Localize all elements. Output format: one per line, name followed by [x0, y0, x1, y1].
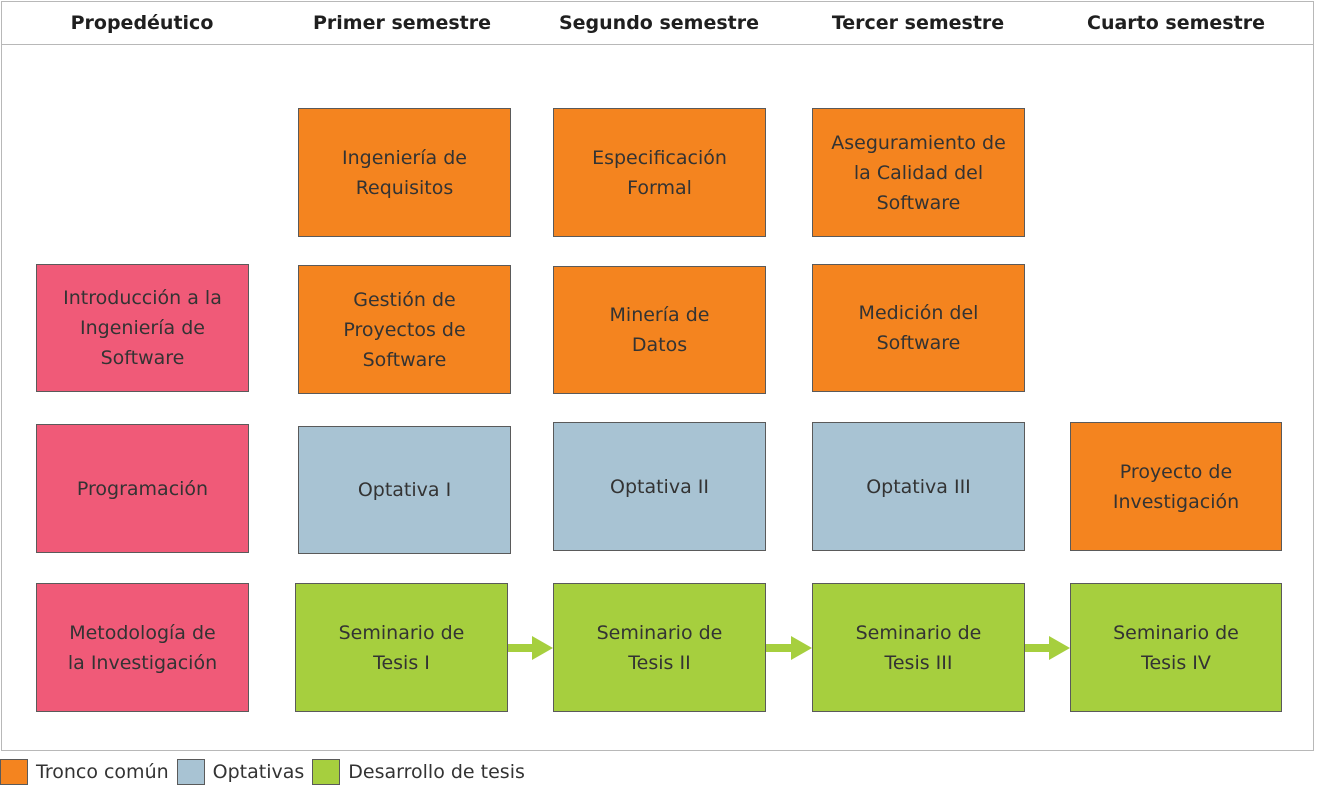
box-especificacion-formal: Especificación Formal	[553, 108, 766, 237]
box-seminario-tesis-1: Seminario de Tesis I	[295, 583, 508, 712]
column-title-primer-semestre: Primer semestre	[312, 12, 491, 34]
legend-label-tronco-comun: Tronco común	[36, 761, 169, 783]
box-seminario-tesis-3: Seminario de Tesis III	[812, 583, 1025, 712]
box-optativa-2: Optativa II	[553, 422, 766, 551]
box-ingenieria-requisitos: Ingeniería de Requisitos	[298, 108, 511, 237]
arrow-seminario-2-to-3	[766, 636, 812, 660]
box-aseguramiento-calidad: Aseguramiento de la Calidad del Software	[812, 108, 1025, 237]
box-optativa-3: Optativa III	[812, 422, 1025, 551]
box-gestion-proyectos: Gestión de Proyectos de Software	[298, 265, 511, 394]
box-seminario-tesis-2: Seminario de Tesis II	[553, 583, 766, 712]
column-title-tercer-semestre: Tercer semestre	[831, 12, 1005, 34]
box-proyecto-investigacion: Proyecto de Investigación	[1070, 422, 1282, 551]
arrow-seminario-3-to-4	[1025, 636, 1070, 660]
arrow-seminario-1-to-2	[508, 636, 553, 660]
box-programacion: Programación	[36, 424, 249, 553]
box-mineria-datos: Minería de Datos	[553, 266, 766, 394]
box-medicion-software: Medición del Software	[812, 264, 1025, 392]
box-metodologia-investigacion: Metodología de la Investigación	[36, 583, 249, 712]
legend-label-desarrollo-tesis: Desarrollo de tesis	[348, 761, 525, 783]
box-optativa-1: Optativa I	[298, 426, 511, 554]
header-divider	[1, 44, 1314, 45]
legend: Tronco común Optativas Desarrollo de tes…	[0, 759, 533, 785]
column-title-segundo-semestre: Segundo semestre	[558, 12, 760, 34]
box-seminario-tesis-4: Seminario de Tesis IV	[1070, 583, 1282, 712]
column-title-cuarto-semestre: Cuarto semestre	[1087, 12, 1265, 34]
legend-label-optativas: Optativas	[212, 761, 305, 783]
legend-swatch-tronco-comun	[0, 759, 28, 785]
column-title-propedeutico: Propedéutico	[70, 12, 214, 34]
diagram-frame	[1, 1, 1314, 751]
box-introduccion-ingenieria-software: Introducción a la Ingeniería de Software	[36, 264, 249, 392]
legend-swatch-desarrollo-tesis	[312, 759, 341, 785]
legend-swatch-optativas	[176, 759, 205, 785]
